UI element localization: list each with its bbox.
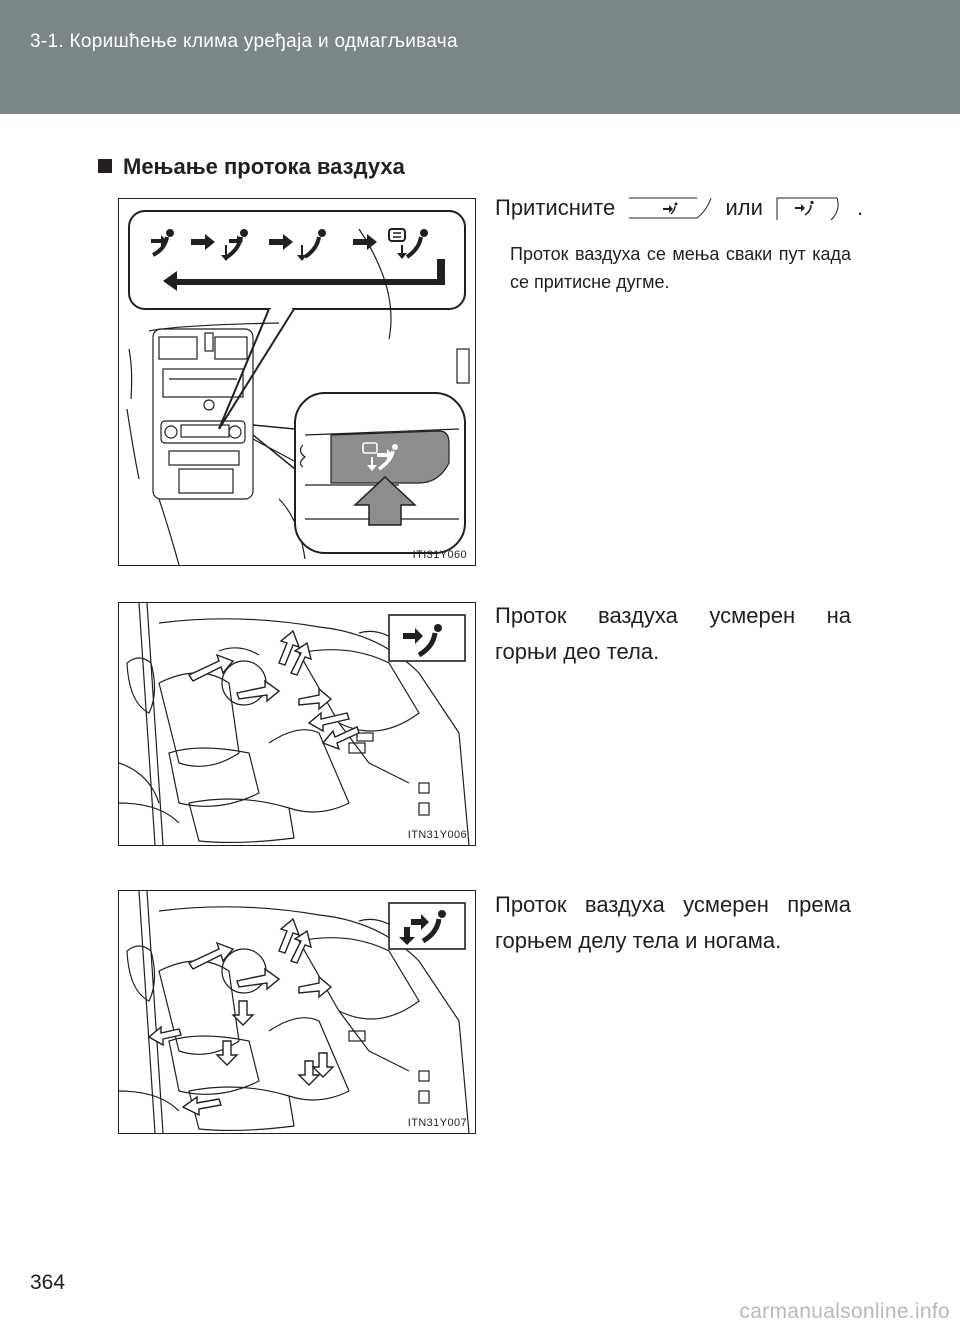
figure-bilevel-mode: ITN31Y007	[118, 890, 476, 1134]
mode-1-line1: Проток ваздуха усмерен на	[495, 603, 851, 628]
period-text: .	[857, 195, 864, 220]
or-text: или	[725, 195, 763, 220]
section-heading: Мењање протока ваздуха	[98, 154, 405, 180]
mode-2-line2: горњем делу тела и ногама.	[495, 928, 782, 953]
airflow-button-up-icon	[776, 197, 839, 221]
page-number: 364	[30, 1271, 66, 1294]
section-heading-text: Мењање протока ваздуха	[123, 154, 405, 179]
mode-2-description: Проток ваздуха усмерен према горњем делу…	[495, 887, 851, 959]
figure-code: ITI31Y060	[412, 549, 467, 561]
face-vent-icon	[403, 624, 442, 658]
figure-face-mode: ITN31Y006	[118, 602, 476, 846]
figure-code: ITN31Y007	[407, 1117, 467, 1129]
bilevel-vent-icon	[399, 910, 446, 945]
mode-2-line1: Проток ваздуха усмерен према	[495, 892, 851, 917]
page-header: 3-1. Коришћење клима уређаја и одмагљива…	[0, 0, 960, 114]
mode-cycle-icons	[151, 228, 428, 261]
airflow-button-down-icon	[629, 197, 712, 219]
figure-airflow-selector: ITI31Y060	[118, 198, 476, 566]
watermark: carmanualsonline.info	[739, 1300, 950, 1323]
chapter-title: 3-1. Коришћење клима уређаја и одмагљива…	[30, 31, 458, 52]
figure-code: ITN31Y006	[407, 829, 467, 841]
intro-note: Проток ваздуха се мења сваки пут када се…	[510, 244, 851, 292]
push-arrow-icon	[353, 475, 417, 526]
intro-instruction: Притисните или .	[495, 190, 875, 226]
defrost-feet-icon	[362, 442, 398, 471]
cycle-arrow-icon	[163, 259, 445, 291]
mode-1-line2: горњи део тела.	[495, 639, 660, 664]
square-bullet-icon	[98, 159, 112, 173]
press-text: Притисните	[495, 195, 616, 220]
mode-1-description: Проток ваздуха усмерен на горњи део тела…	[495, 598, 851, 670]
